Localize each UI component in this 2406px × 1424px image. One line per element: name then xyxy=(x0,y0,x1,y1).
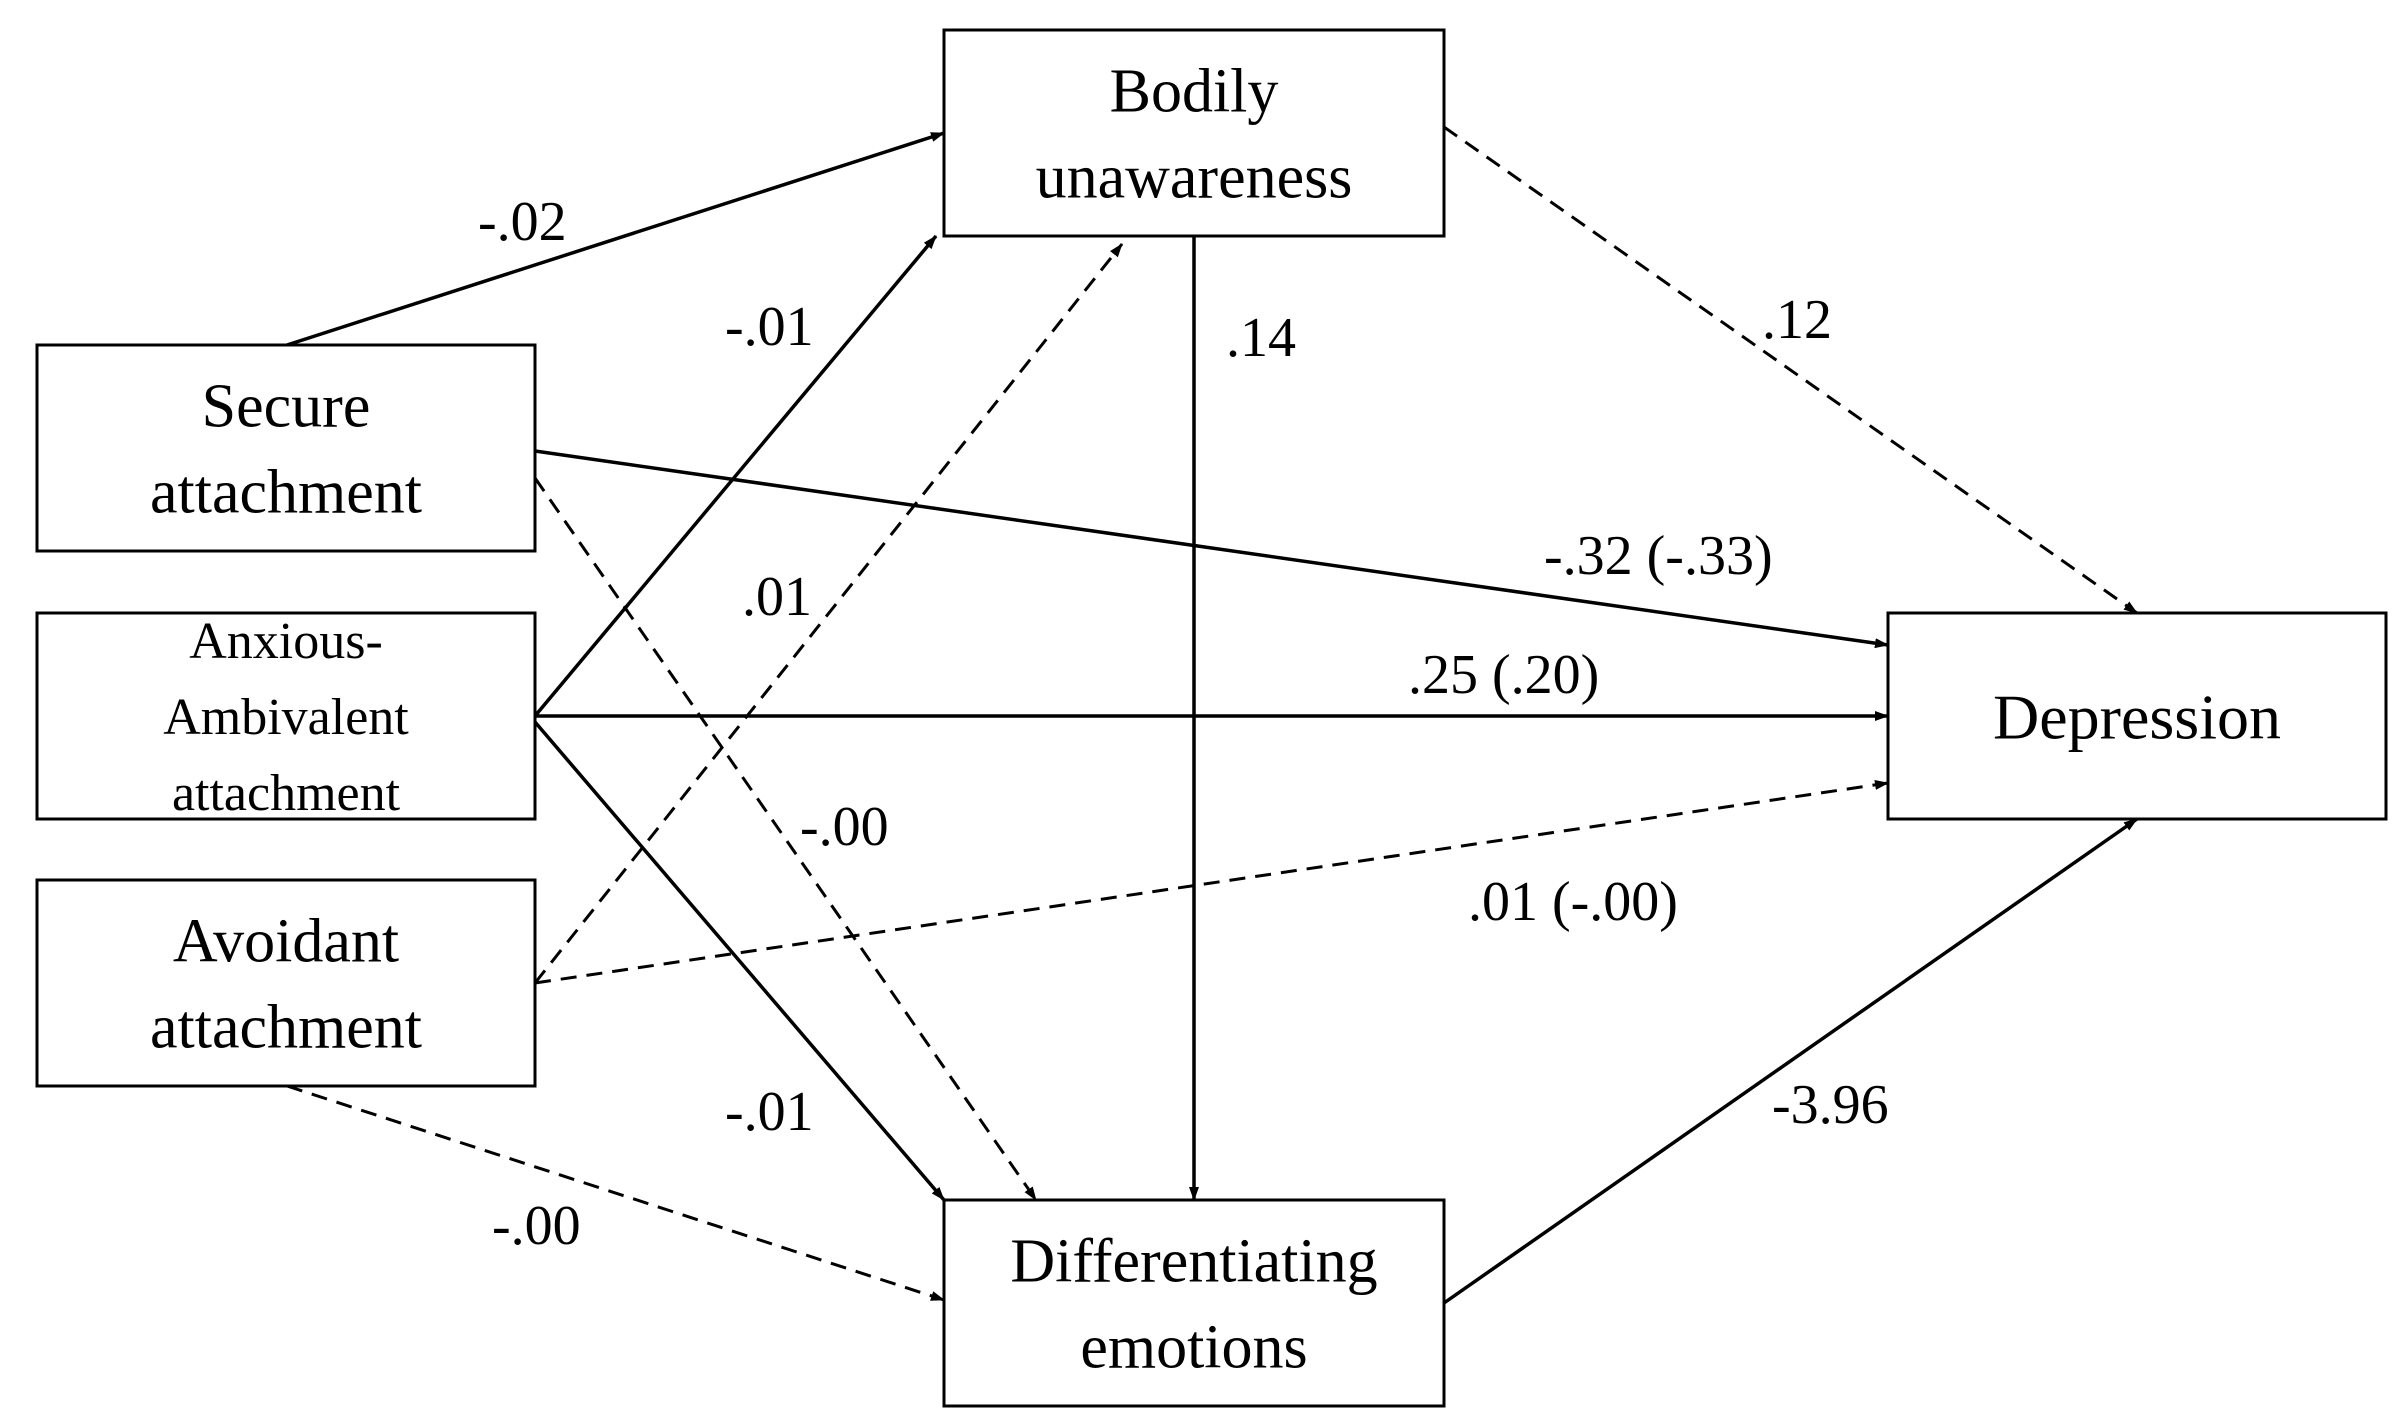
node-anxious-label-line: attachment xyxy=(172,765,401,822)
node-anxious-label-line: Anxious- xyxy=(189,613,383,670)
node-depression-box xyxy=(1886,611,2388,821)
edge-label-anxious-bodily: -.01 xyxy=(725,296,814,358)
node-secure: Secure attachment xyxy=(35,343,537,553)
node-differentiating: Differentiating emotions xyxy=(942,1198,1446,1408)
node-anxious-label-line: Ambivalent xyxy=(163,689,409,746)
node-secure-label-line: Secure xyxy=(202,373,371,441)
edge-avoidant-depression xyxy=(534,779,1889,985)
edge-secure-depression xyxy=(534,449,1889,649)
edge-label-bodily-differentiating: .14 xyxy=(1226,307,1296,369)
node-avoidant-box xyxy=(35,878,537,1088)
node-bodily-label-line: unawareness xyxy=(1036,144,1353,212)
edge-avoidant-differentiating xyxy=(286,1084,945,1302)
node-anxious-box xyxy=(35,611,537,821)
edge-secure-differentiating xyxy=(533,477,1038,1201)
node-anxious: Anxious- Ambivalent attachment xyxy=(35,611,537,822)
edge-label-secure-bodily: -.02 xyxy=(478,191,567,253)
edge-label-avoidant-differentiating: -.00 xyxy=(492,1195,581,1257)
node-differentiating-label-line: Differentiating xyxy=(1010,1228,1377,1296)
edge-anxious-differentiating xyxy=(533,720,946,1202)
node-avoidant-label-line: Avoidant xyxy=(173,908,399,976)
edge-bodily-depression xyxy=(1443,125,2138,615)
edge-label-differentiating-depression: -3.96 xyxy=(1772,1074,1889,1136)
edge-label-avoidant-bodily: .01 xyxy=(742,566,812,628)
edge-avoidant-bodily xyxy=(533,243,1124,984)
node-bodily: Bodily unawareness xyxy=(942,28,1446,238)
node-secure-box xyxy=(35,343,537,553)
edge-anxious-bodily xyxy=(533,234,938,718)
node-bodily-box xyxy=(942,28,1446,238)
node-differentiating-label-line: emotions xyxy=(1080,1314,1307,1382)
edge-label-secure-differentiating: -.00 xyxy=(800,796,889,858)
node-avoidant: Avoidant attachment xyxy=(35,878,537,1088)
edge-label-anxious-differentiating: -.01 xyxy=(725,1081,814,1143)
edge-secure-bodily xyxy=(286,131,945,347)
nodes: BodilyunawarenessSecureattachmentAnxious… xyxy=(35,28,2388,1408)
edge-differentiating-depression xyxy=(1442,817,2139,1305)
edge-label-bodily-depression: .12 xyxy=(1762,289,1832,351)
edge-label-avoidant-depression: .01 (-.00) xyxy=(1468,871,1678,933)
edges xyxy=(286,125,2139,1305)
edge-label-secure-depression: -.32 (-.33) xyxy=(1544,525,1773,587)
node-avoidant-label-line: attachment xyxy=(150,994,422,1062)
edge-labels: -.02 -.01 .01 .14 .12 -.32 (-.33) .25 (.20) .01… xyxy=(478,191,1889,1257)
node-depression: Depression xyxy=(1886,611,2388,821)
node-depression-label-line: Depression xyxy=(1993,681,2281,752)
node-secure-label-line: attachment xyxy=(150,459,422,527)
node-differentiating-box xyxy=(942,1198,1446,1408)
edge-label-anxious-depression: .25 (.20) xyxy=(1408,644,1599,706)
node-bodily-label-line: Bodily xyxy=(1110,58,1279,126)
